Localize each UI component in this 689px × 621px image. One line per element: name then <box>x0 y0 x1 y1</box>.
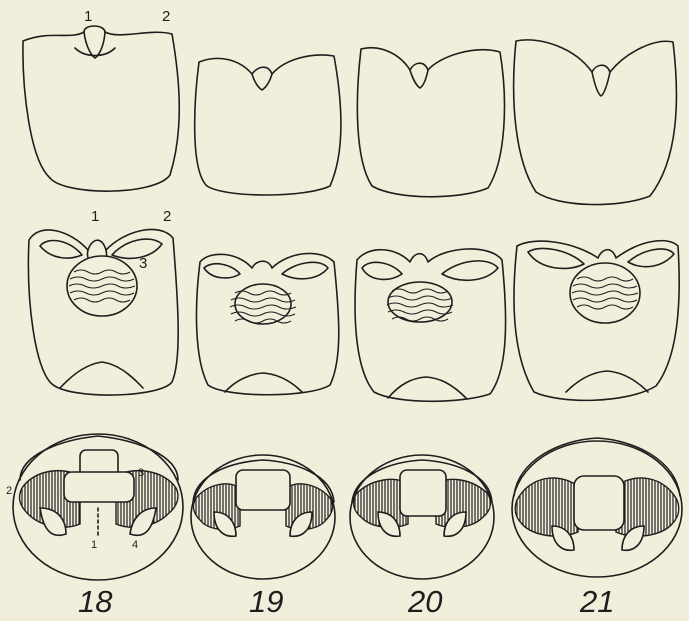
row1-fig20-outline <box>357 48 504 197</box>
row3-fig20-view <box>350 455 494 579</box>
row3-fig18-view <box>13 434 183 580</box>
row2-fig18-section <box>28 229 178 395</box>
row3-label-4: 4 <box>132 539 138 551</box>
row2-label-2: 2 <box>163 208 171 225</box>
row1-label-1: 1 <box>84 8 92 25</box>
row2-label-3: 3 <box>139 255 147 272</box>
row3-label-3: 3 <box>138 467 144 479</box>
row1-fig18-outline <box>23 26 179 191</box>
row3-label-1: 1 <box>91 539 97 551</box>
row2-fig20-section <box>355 249 506 401</box>
row2-fig19-section <box>196 253 338 394</box>
row3-fig19-view <box>191 455 335 579</box>
row2-label-1: 1 <box>91 208 99 225</box>
figure-number-20: 20 <box>407 584 442 619</box>
row1-label-2: 2 <box>162 8 170 25</box>
row1-fig21-outline <box>514 40 677 205</box>
figure-number-18: 18 <box>78 584 113 619</box>
figure-number-21: 21 <box>579 584 614 619</box>
row1-fig19-outline <box>195 55 341 195</box>
row3-label-2: 2 <box>6 485 12 497</box>
row2-fig21-section <box>514 241 679 401</box>
row3-fig21-view <box>512 438 682 577</box>
figure-number-19: 19 <box>249 584 283 619</box>
